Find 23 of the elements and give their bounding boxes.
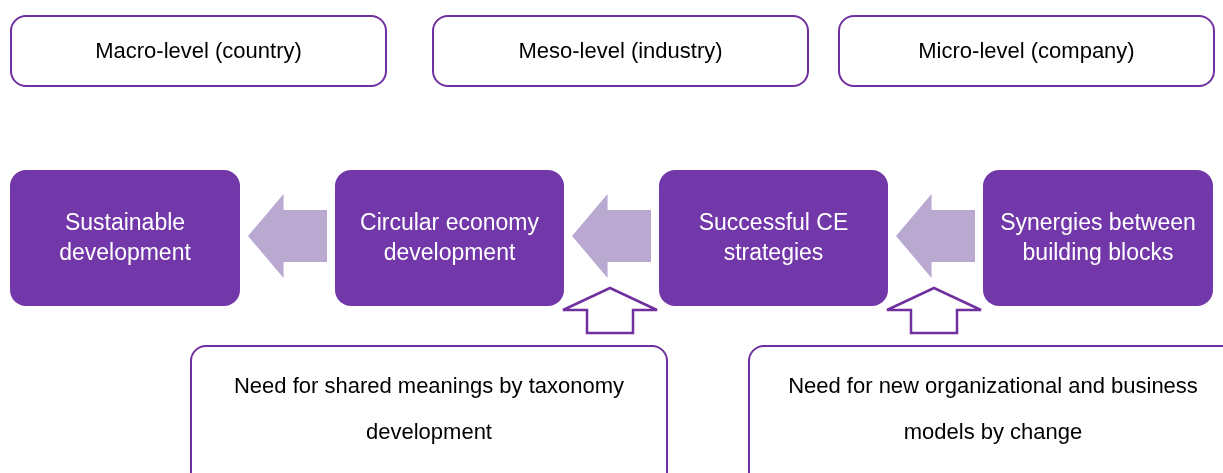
box-label: Circular economy development	[359, 208, 540, 267]
box-label: Successful CE strategies	[697, 208, 850, 267]
process-box	[659, 170, 888, 306]
block-arrow	[572, 194, 651, 278]
box-label: Macro-level (country)	[95, 37, 302, 65]
outlined-block-arrow	[885, 286, 983, 335]
box-label: Synergies between building blocks	[999, 208, 1197, 267]
box-label: Micro-level (company)	[918, 37, 1135, 65]
block-arrow	[248, 194, 327, 278]
process-box	[10, 170, 240, 306]
text-box	[190, 345, 668, 473]
process-box	[983, 170, 1213, 306]
text-box	[838, 15, 1215, 87]
box-label: Need for shared meanings by taxonomy development	[232, 372, 626, 447]
process-box	[335, 170, 564, 306]
box-label: Meso-level (industry)	[518, 37, 723, 65]
block-arrow	[896, 194, 975, 278]
box-label: Need for new organizational and business models by change	[787, 372, 1199, 447]
box-label: Sustainable development	[58, 208, 192, 267]
text-box	[432, 15, 809, 87]
outlined-block-arrow	[561, 286, 659, 335]
text-box	[748, 345, 1223, 473]
text-box	[10, 15, 387, 87]
